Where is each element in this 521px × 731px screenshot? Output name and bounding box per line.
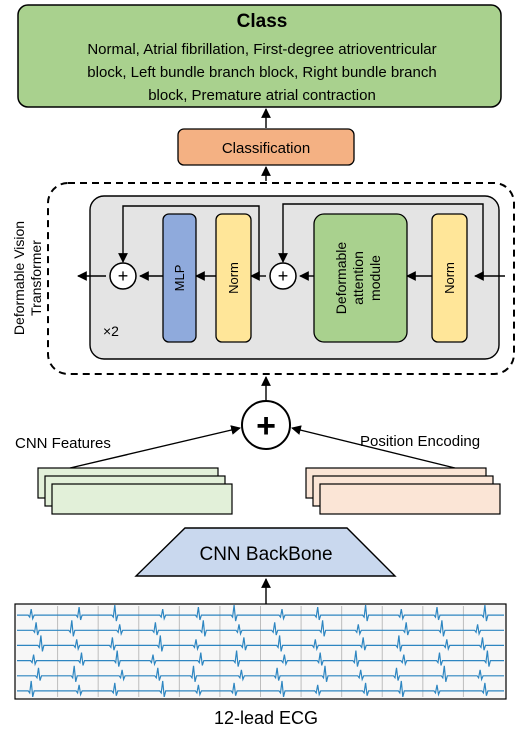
add-node-left: + — [109, 262, 137, 290]
transformer-outline — [47, 182, 515, 375]
class-line-3: block, Premature atrial contraction — [148, 87, 376, 104]
ecg-image — [14, 603, 507, 700]
class-title: Class — [237, 11, 288, 32]
fusion-symbol: + — [256, 407, 276, 445]
mlp-label: MLP — [172, 265, 187, 292]
class-line-1: Normal, Atrial fibrillation, First-degre… — [87, 41, 436, 58]
add-node-right: + — [269, 262, 297, 290]
position-encoding-label: Position Encoding — [360, 433, 480, 450]
fusion-add-node: + — [241, 400, 291, 450]
norm-block-left: Norm — [215, 213, 252, 343]
position-encoding-stack — [305, 467, 501, 515]
classification-box: Classification — [177, 128, 355, 166]
deformable-label-line-1: Deformable — [333, 242, 349, 315]
mlp-block: MLP — [162, 213, 197, 343]
residual-line-right — [278, 203, 484, 276]
add-node-left-symbol: + — [118, 266, 129, 286]
deformable-label-line-2: attention — [350, 251, 366, 305]
transformer-title-line-2: Transformer — [28, 240, 44, 316]
deformable-attention-block: Deformable attention module — [313, 213, 408, 343]
ecg-label: 12-lead ECG — [214, 708, 318, 728]
ecg-trace — [17, 665, 504, 682]
ecg-trace — [17, 680, 504, 698]
ecg-trace — [17, 620, 504, 637]
add-node-right-symbol: + — [278, 266, 289, 286]
transformer-title: Deformable Vision Transformer — [11, 221, 44, 335]
deformable-label-line-3: module — [367, 255, 383, 301]
classification-label: Classification — [222, 140, 310, 157]
ecg-trace — [17, 635, 504, 652]
arrow-position-to-fusion — [291, 425, 456, 469]
residual-line-left — [118, 205, 260, 276]
arrow-features-to-fusion — [69, 425, 241, 469]
class-box: Class Normal, Atrial fibrillation, First… — [17, 4, 502, 108]
transformer-title-line-1: Deformable Vision — [11, 221, 27, 335]
cnn-features-label: CNN Features — [15, 435, 111, 452]
cnn-backbone-label: CNN BackBone — [199, 544, 332, 565]
repeat-label: ×2 — [103, 323, 119, 339]
class-line-2: block, Left bundle branch block, Right b… — [87, 64, 436, 81]
norm-left-label: Norm — [226, 262, 241, 294]
cnn-backbone: CNN BackBone — [134, 527, 397, 577]
norm-right-label: Norm — [442, 262, 457, 294]
cnn-features-stack — [37, 467, 233, 515]
ecg-trace — [17, 650, 504, 667]
ecg-traces — [17, 605, 504, 698]
norm-block-right: Norm — [431, 213, 468, 343]
ecg-trace — [17, 605, 504, 622]
